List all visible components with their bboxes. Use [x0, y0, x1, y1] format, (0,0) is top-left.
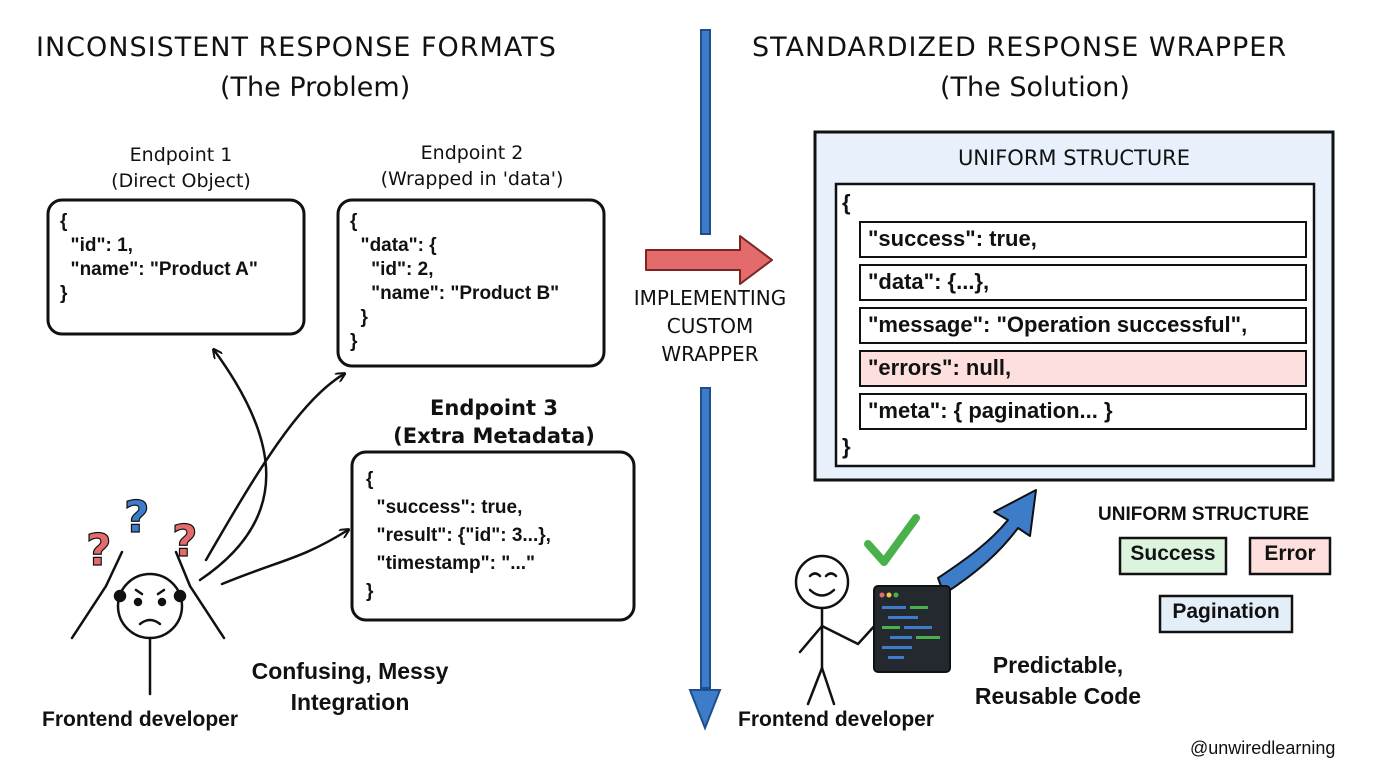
endpoint-3-box [350, 450, 636, 622]
solution-caption: Predictable, Reusable Code [974, 652, 1142, 709]
endpoint-2-box [336, 198, 606, 368]
field-message: "message": "Operation successful", [868, 312, 1248, 337]
field-box-message [859, 307, 1307, 344]
endpoint-1-code: { "id": 1, "name": "Product A" } [60, 211, 258, 304]
question-mark-icon: ? [86, 525, 112, 576]
field-errors: "errors": null, [868, 355, 1012, 380]
field-box-errors [859, 350, 1307, 387]
endpoint-1-box [46, 198, 306, 336]
chip-error: Error [1264, 542, 1316, 565]
blue-arrow-icon [937, 489, 1037, 595]
structure-close-brace: } [842, 434, 851, 459]
uniform-structure-title: UNIFORM STRUCTURE [957, 146, 1191, 170]
endpoint-3-code: { "success": true, "result": {"id": 3...… [366, 469, 551, 602]
chip-error-box [1248, 536, 1332, 576]
problem-developer-label: Frontend developer [42, 708, 239, 731]
endpoint-3-label: Endpoint 3 (Extra Metadata) [393, 396, 595, 448]
happy-developer-icon [794, 554, 880, 706]
problem-subtitle: (The Problem) [220, 72, 411, 103]
solution-developer-label: Frontend developer [738, 708, 935, 731]
chip-success-box [1118, 536, 1228, 576]
chip-success: Success [1130, 542, 1216, 565]
endpoint-1-label: Endpoint 1 (Direct Object) [111, 144, 251, 192]
field-data: "data": {...}, [868, 269, 990, 294]
check-mark-icon [864, 514, 920, 566]
code-window-icon [873, 585, 951, 673]
question-mark-icon: ? [124, 492, 150, 543]
field-box-meta [859, 393, 1307, 430]
problem-title: INCONSISTENT RESPONSE FORMATS [36, 32, 557, 63]
solution-subtitle: (The Solution) [940, 72, 1130, 103]
credit-handle: @unwiredlearning [1190, 738, 1336, 758]
structure-open-brace: { [842, 190, 851, 215]
question-mark-icon: ? [172, 516, 198, 567]
solution-title: STANDARDIZED RESPONSE WRAPPER [752, 32, 1288, 63]
implementing-wrapper-label: IMPLEMENTING CUSTOM WRAPPER [633, 286, 787, 366]
field-box-success [859, 221, 1307, 258]
field-meta: "meta": { pagination... } [868, 398, 1113, 423]
chip-pagination-box [1158, 594, 1294, 634]
messy-arrows [198, 350, 348, 586]
legend-title: UNIFORM STRUCTURE [1098, 504, 1310, 525]
confused-developer-icon [70, 550, 226, 696]
problem-caption: Confusing, Messy Integration [251, 658, 449, 715]
field-success: "success": true, [868, 226, 1037, 251]
chip-pagination: Pagination [1172, 600, 1280, 623]
endpoint-2-label: Endpoint 2 (Wrapped in 'data') [380, 142, 564, 190]
field-box-data [859, 264, 1307, 301]
endpoint-2-code: { "data": { "id": 2, "name": "Product B"… [350, 211, 560, 352]
implementing-arrow-icon [645, 235, 773, 285]
center-divider [688, 29, 722, 731]
